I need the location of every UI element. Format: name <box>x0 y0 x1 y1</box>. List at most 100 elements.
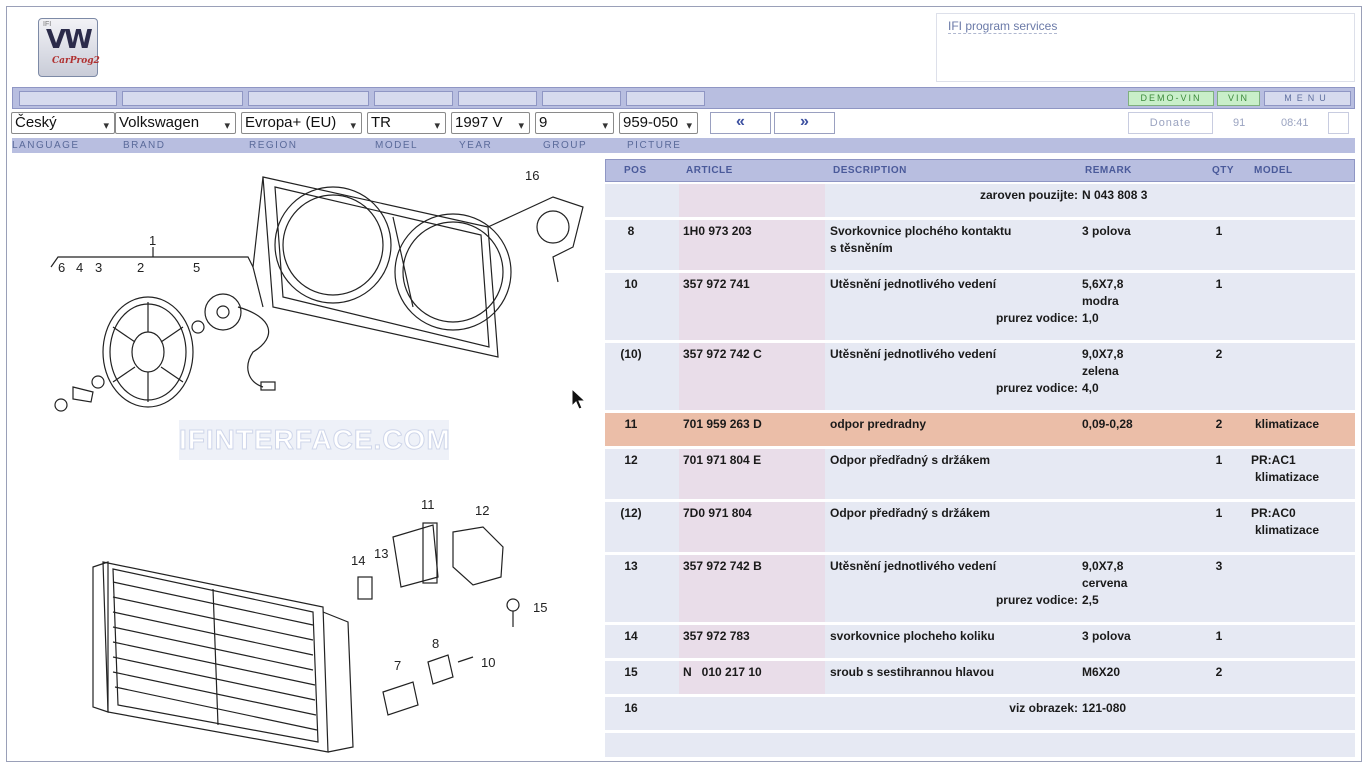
table-row[interactable]: 15 N 010 217 10 sroub s sestihrannou hla… <box>605 661 1355 694</box>
label-region: REGION <box>249 140 298 151</box>
callout-3: 3 <box>95 260 102 275</box>
region-value: Evropa+ (EU) <box>245 114 337 131</box>
row-description: Odpor předřadný s držákem <box>830 453 991 467</box>
chevron-down-icon: ▾ <box>518 120 524 132</box>
label-picture: PICTURE <box>627 140 682 151</box>
row-article[interactable]: N 010 217 10 <box>683 665 762 679</box>
row-note-label: prurez vodice: <box>995 593 1078 607</box>
table-row-highlighted[interactable]: 11 701 959 263 D odpor predradny 0,09-0,… <box>605 413 1355 446</box>
header-model: MODEL <box>1254 165 1293 176</box>
callout-12: 12 <box>475 503 489 518</box>
header-article: ARTICLE <box>686 165 733 176</box>
row-pos: 12 <box>624 453 638 467</box>
row-remark: 3 polova <box>1082 629 1131 643</box>
picture-select[interactable]: 959-050 ▾ <box>619 112 698 134</box>
callout-15: 15 <box>533 600 547 615</box>
table-row[interactable]: 8 1H0 973 203 Svorkovnice plochého konta… <box>605 220 1355 270</box>
row-pos: (12) <box>620 506 642 520</box>
row-note-value: 121-080 <box>1082 701 1127 715</box>
row-article[interactable]: 357 972 742 B <box>683 559 762 573</box>
services-box: IFI program services <box>936 13 1355 82</box>
callout-6: 6 <box>58 260 65 275</box>
row-note-label: viz obrazek: <box>1009 701 1078 715</box>
table-row[interactable]: zaroven pouzijte: N 043 808 3 <box>605 184 1355 217</box>
selector-labels-bar: LANGUAGE BRAND REGION MODEL YEAR GROUP P… <box>12 138 1355 153</box>
chevron-down-icon: ▾ <box>602 120 608 132</box>
logo-carprog-text: CarProg2 <box>52 56 100 66</box>
table-row[interactable]: 13 357 972 742 B Utěsnění jednotlivého v… <box>605 555 1355 622</box>
note-value: N 043 808 3 <box>1082 188 1148 202</box>
parts-diagram: 16 1 6 4 3 2 5 11 12 13 14 15 7 8 10 IFI… <box>13 157 599 757</box>
vw-logo[interactable]: IFI VW CarProg2 <box>38 18 100 77</box>
group-select[interactable]: 9▾ <box>535 112 614 134</box>
radiator-drawing <box>92 561 354 753</box>
app-frame: IFI VW CarProg2 IFI program services DEM… <box>6 6 1362 762</box>
row-pos: 13 <box>624 559 638 573</box>
callout-11: 11 <box>421 497 435 512</box>
empty-slot-language <box>19 91 117 106</box>
table-row[interactable]: 10 357 972 741 Utěsnění jednotlivého ved… <box>605 273 1355 340</box>
donate-button[interactable]: Donate <box>1128 112 1213 134</box>
empty-slot-picture <box>626 91 705 106</box>
chevron-down-icon: ▾ <box>103 120 109 132</box>
row-model-2: klimatizace <box>1255 470 1320 484</box>
picture-value: 959-050 <box>623 114 679 131</box>
label-group: GROUP <box>543 140 588 151</box>
callout-16: 16 <box>525 168 539 183</box>
row-article[interactable]: 357 972 742 C <box>683 347 762 361</box>
table-row[interactable]: 14 357 972 783 svorkovnice plocheho koli… <box>605 625 1355 658</box>
table-row[interactable]: (10) 357 972 742 C Utěsnění jednotlivého… <box>605 343 1355 410</box>
row-description: odpor predradny <box>830 417 927 431</box>
chevron-down-icon: ▾ <box>686 120 692 132</box>
row-description: Odpor předřadný s držákem <box>830 506 991 520</box>
table-row[interactable]: 12 701 971 804 E Odpor předřadný s držák… <box>605 449 1355 499</box>
row-remark: M6X20 <box>1082 665 1121 679</box>
row-remark-2: cervena <box>1082 576 1128 590</box>
row-remark: 0,09-0,28 <box>1082 417 1133 431</box>
row-note-value: 2,5 <box>1082 593 1099 607</box>
table-header: POS ARTICLE DESCRIPTION REMARK QTY MODEL <box>605 159 1355 182</box>
small-parts-drawing <box>357 522 520 716</box>
small-square-button[interactable] <box>1328 112 1349 134</box>
year-select[interactable]: 1997 V▾ <box>451 112 530 134</box>
brand-select[interactable]: Volkswagen▾ <box>115 112 236 134</box>
model-select[interactable]: TR▾ <box>367 112 446 134</box>
table-row[interactable]: (12) 7D0 971 804 Odpor předřadný s držák… <box>605 502 1355 552</box>
row-pos: 11 <box>624 417 638 431</box>
row-article[interactable]: 1H0 973 203 <box>683 224 752 238</box>
chevron-down-icon: ▾ <box>350 120 356 132</box>
chevron-down-icon: ▾ <box>434 120 440 132</box>
demo-vin-button[interactable]: DEMO-VIN <box>1128 91 1214 106</box>
menu-bar: DEMO-VIN VIN MENU <box>12 87 1355 109</box>
row-remark: 3 polova <box>1082 224 1131 238</box>
row-remark: 5,6X7,8 <box>1082 277 1124 291</box>
row-article[interactable]: 701 959 263 D <box>683 417 762 431</box>
row-article[interactable]: 701 971 804 E <box>683 453 762 467</box>
next-picture-button[interactable]: » <box>774 112 835 134</box>
vin-button[interactable]: VIN <box>1217 91 1260 106</box>
row-note-label: prurez vodice: <box>995 311 1078 325</box>
callout-1: 1 <box>149 233 156 248</box>
chevron-down-icon: ▾ <box>224 120 230 132</box>
row-qty: 1 <box>1215 629 1223 643</box>
menu-button[interactable]: MENU <box>1264 91 1351 106</box>
row-description: Utěsnění jednotlivého vedení <box>830 559 997 573</box>
region-select[interactable]: Evropa+ (EU) ▾ <box>241 112 362 134</box>
label-year: YEAR <box>459 140 493 151</box>
callout-5: 5 <box>193 260 200 275</box>
row-qty: 1 <box>1215 224 1223 238</box>
language-select[interactable]: Český▾ <box>11 112 115 134</box>
header-description: DESCRIPTION <box>833 165 907 176</box>
row-article[interactable]: 7D0 971 804 <box>683 506 752 520</box>
services-link[interactable]: IFI program services <box>948 19 1058 34</box>
header-remark: REMARK <box>1085 165 1132 176</box>
previous-picture-button[interactable]: « <box>710 112 771 134</box>
row-article[interactable]: 357 972 783 <box>683 629 750 643</box>
row-remark-2: modra <box>1082 294 1119 308</box>
table-row[interactable]: 16 viz obrazek: 121-080 <box>605 697 1355 730</box>
fan-drawing <box>54 293 276 412</box>
group-value: 9 <box>539 114 548 131</box>
row-description-2: s těsněním <box>830 241 893 255</box>
logo-ifi-text: IFI <box>43 21 52 28</box>
row-article[interactable]: 357 972 741 <box>683 277 750 291</box>
